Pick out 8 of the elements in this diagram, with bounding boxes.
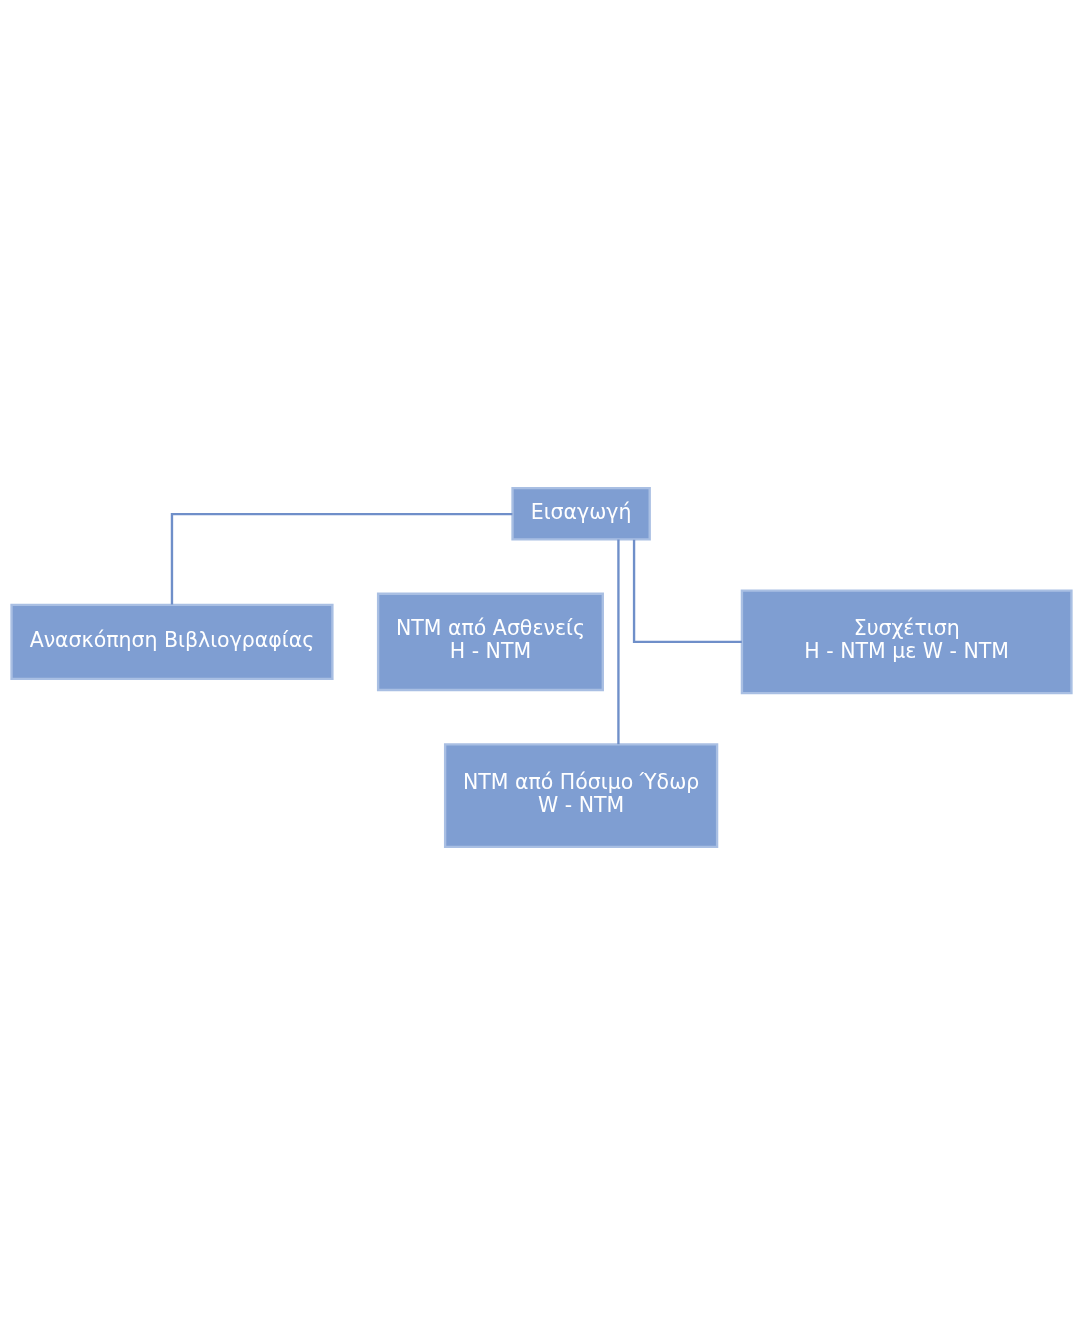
node-box: NTM από Πόσιμο Ύδωρ W - NTM [443, 743, 719, 849]
node-box: Ανασκόπηση Βιβλιογραφίας [10, 603, 334, 681]
node-box: Συσχέτιση H - NTM με W - NTM [740, 589, 1073, 695]
node-box: NTM από Ασθενείς H - NTM [376, 592, 604, 692]
connector [617, 539, 620, 745]
connector [170, 513, 513, 605]
node-box: Εισαγωγή [511, 486, 651, 541]
connector [632, 539, 742, 644]
